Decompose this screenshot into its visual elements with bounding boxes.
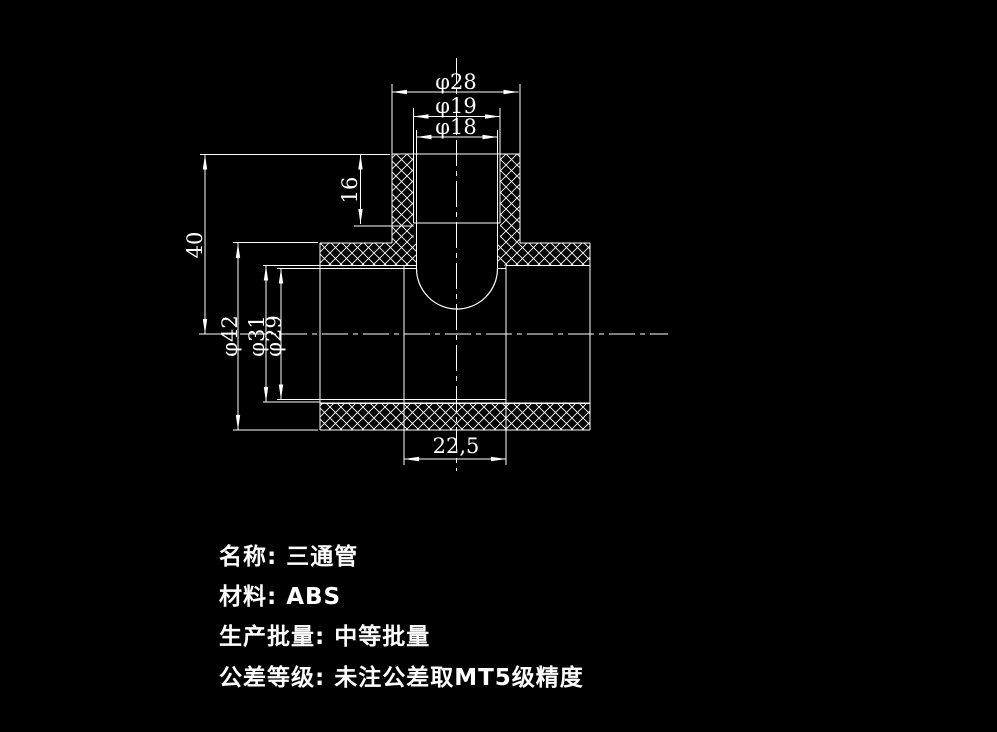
dimension-arrows [202, 89, 519, 462]
note-production-batch: 生产批量: 中等批量 [219, 624, 431, 650]
hatch-branch-left-wall [392, 154, 414, 243]
dim-label-phi19: φ19 [435, 94, 476, 118]
note-tolerance-grade: 公差等级: 未注公差取MT5级精度 [219, 665, 584, 691]
hatch-sections [320, 154, 590, 430]
hatch-body-top-right [497, 243, 590, 266]
hatch-branch-right-wall [500, 154, 520, 243]
dim-label-40: 40 [183, 232, 207, 259]
dim-label-phi28: φ28 [435, 70, 476, 94]
dim-label-22-5: 22,5 [433, 434, 480, 458]
dim-label-phi42: φ42 [218, 315, 242, 356]
dim-label-phi29: φ29 [262, 315, 286, 356]
centerlines [199, 58, 668, 471]
extension-lines [200, 84, 521, 431]
note-part-name: 名称: 三通管 [219, 544, 359, 570]
hatch-body-bottom [320, 403, 590, 430]
dim-label-phi18: φ18 [435, 115, 476, 139]
dim-label-phi31: φ31 [245, 315, 269, 356]
note-material: 材料: ABS [219, 584, 342, 610]
dimension-lines [204, 91, 519, 460]
hatch-body-top-left [320, 243, 417, 266]
socket-step-edges [403, 265, 507, 465]
dim-label-16: 16 [338, 177, 362, 204]
